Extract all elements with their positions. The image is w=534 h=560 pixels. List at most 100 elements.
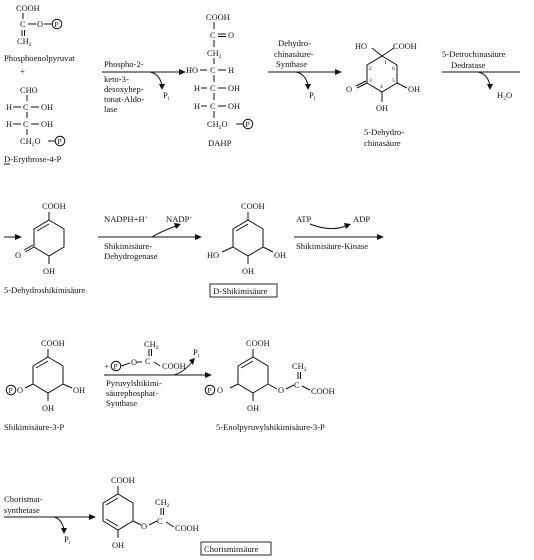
svg-text:CH2: CH2 xyxy=(155,498,170,509)
svg-text:COOH: COOH xyxy=(42,202,66,211)
pep-name: Phosphoenolpyruvat xyxy=(4,53,75,63)
svg-text:CH2O: CH2O xyxy=(20,137,41,148)
svg-text:O: O xyxy=(17,386,23,395)
chorismate-structure: COOH O C CH2 COOH OH xyxy=(102,476,199,550)
svg-text:H: H xyxy=(194,84,200,93)
svg-text:P: P xyxy=(208,386,212,395)
svg-text:OH: OH xyxy=(42,404,54,413)
adp: ADP xyxy=(353,214,370,224)
pi-1: Pi xyxy=(163,90,170,102)
svg-text:CH2O: CH2O xyxy=(207,120,228,131)
svg-text:COOH: COOH xyxy=(162,362,186,371)
svg-text:OH: OH xyxy=(242,267,254,276)
svg-text:C: C xyxy=(23,103,29,112)
svg-text:HO: HO xyxy=(207,251,219,260)
reaction-arrow-2 xyxy=(268,69,342,90)
enzyme6-line2: säurephosphat- xyxy=(106,388,158,398)
shikimate-name: D-Shikimisäure xyxy=(213,286,268,296)
svg-text:P: P xyxy=(58,137,62,146)
svg-text:2: 2 xyxy=(369,66,372,72)
enzyme7-line2: synthetase xyxy=(4,505,40,515)
svg-text:C: C xyxy=(210,66,216,75)
enzyme3-line1: 5-Detrochinasäure xyxy=(442,49,506,59)
reaction-arrow-5 xyxy=(294,223,384,240)
enzyme1-line1: Phospho-2- xyxy=(104,59,144,69)
svg-text:OH: OH xyxy=(408,85,420,94)
svg-text:COOH: COOH xyxy=(175,524,199,533)
svg-text:5: 5 xyxy=(392,78,395,84)
svg-text:OH: OH xyxy=(73,386,85,395)
dhq-name-line2: chinasäure xyxy=(364,138,401,148)
dahp-name: DAHP xyxy=(208,138,232,148)
pi-2: Pi xyxy=(309,90,316,102)
svg-text:CH2: CH2 xyxy=(292,362,307,373)
svg-text:1: 1 xyxy=(384,60,387,66)
reaction-arrow-6 xyxy=(104,358,212,378)
enzyme1-line2: keto-3- xyxy=(104,74,129,84)
shikimate-structure: COOH HO OH OH xyxy=(207,202,286,276)
svg-text:6: 6 xyxy=(392,66,395,72)
svg-text:C: C xyxy=(23,120,29,129)
enzyme7-line1: Chorismat- xyxy=(4,494,43,504)
svg-text:C: C xyxy=(157,517,163,526)
svg-text:OH: OH xyxy=(228,84,240,93)
enzyme4-line1: Shikimisäure- xyxy=(104,241,152,251)
svg-text:O: O xyxy=(228,31,234,40)
enzyme5-line1: Shikimisäure-Kinase xyxy=(296,241,368,251)
h2o: H2O xyxy=(497,90,512,102)
chorismate-name: Chorisminsäure xyxy=(204,544,259,554)
atp: ATP xyxy=(296,214,312,224)
svg-text:C: C xyxy=(210,102,216,111)
chorismate-name-box xyxy=(200,541,272,556)
epsp-structure: COOH P O O C CH2 COOH OH xyxy=(204,339,335,413)
reaction-arrow-7 xyxy=(4,514,96,534)
svg-text:O: O xyxy=(141,522,147,531)
svg-text:OH: OH xyxy=(228,102,240,111)
e4p-cho: CHO xyxy=(20,86,38,95)
svg-text:O: O xyxy=(278,386,284,395)
svg-text:COOH: COOH xyxy=(111,476,135,485)
enzyme2-line1: Dehydro- xyxy=(278,38,311,48)
enzyme6-line1: Pyruvylshikimi- xyxy=(106,378,162,388)
svg-text:H: H xyxy=(194,102,200,111)
pi-3: Pi xyxy=(193,347,200,359)
svg-text:COOH: COOH xyxy=(41,339,65,348)
svg-text:OH: OH xyxy=(274,251,286,260)
svg-text:CH2: CH2 xyxy=(144,340,159,351)
plus-sign: + xyxy=(20,66,25,76)
svg-text:OH: OH xyxy=(43,267,55,276)
svg-text:OH: OH xyxy=(41,120,53,129)
svg-text:HO: HO xyxy=(355,42,367,51)
dhs-structure: COOH O OH xyxy=(15,202,66,276)
svg-text:COOH: COOH xyxy=(393,42,417,51)
nadp: NADP+ xyxy=(166,214,193,224)
reaction-arrow-1 xyxy=(102,69,186,90)
pep-ch2: CH2 xyxy=(17,37,32,48)
enzyme6-line3: Synthase xyxy=(106,398,137,408)
s3p-structure: COOH P O OH OH xyxy=(5,339,85,413)
s3p-name: Shikimisäure-3-P xyxy=(4,422,64,432)
epsp-name: 5-Enolpyruvylshikimisäure-3-P xyxy=(216,422,325,432)
pep-o: O xyxy=(37,20,43,29)
svg-text:+: + xyxy=(104,361,109,371)
enzyme2-line3: Synthase xyxy=(276,59,307,69)
svg-text:P: P xyxy=(246,120,250,129)
svg-text:CH2: CH2 xyxy=(207,49,222,60)
svg-text:COOH: COOH xyxy=(241,202,265,211)
enzyme1-line3: desoxyhep- xyxy=(104,84,144,94)
svg-text:COOH: COOH xyxy=(311,387,335,396)
enzyme2-line2: chinasäure- xyxy=(274,49,314,59)
enzyme4-line2: Dehydrogenase xyxy=(104,251,158,261)
svg-text:O: O xyxy=(131,358,137,367)
svg-text:OH: OH xyxy=(247,404,259,413)
svg-text:C: C xyxy=(210,31,216,40)
pep-cooh: COOH xyxy=(16,4,40,13)
svg-text:COOH: COOH xyxy=(246,339,270,348)
svg-text:OH: OH xyxy=(376,104,388,113)
svg-text:C: C xyxy=(145,357,151,366)
enzyme1-line5: lase xyxy=(104,104,118,114)
enzyme1-line4: tonat-Aldo- xyxy=(104,94,144,104)
svg-text:C: C xyxy=(210,84,216,93)
svg-text:3: 3 xyxy=(369,78,372,84)
pep-p: P xyxy=(55,20,59,29)
